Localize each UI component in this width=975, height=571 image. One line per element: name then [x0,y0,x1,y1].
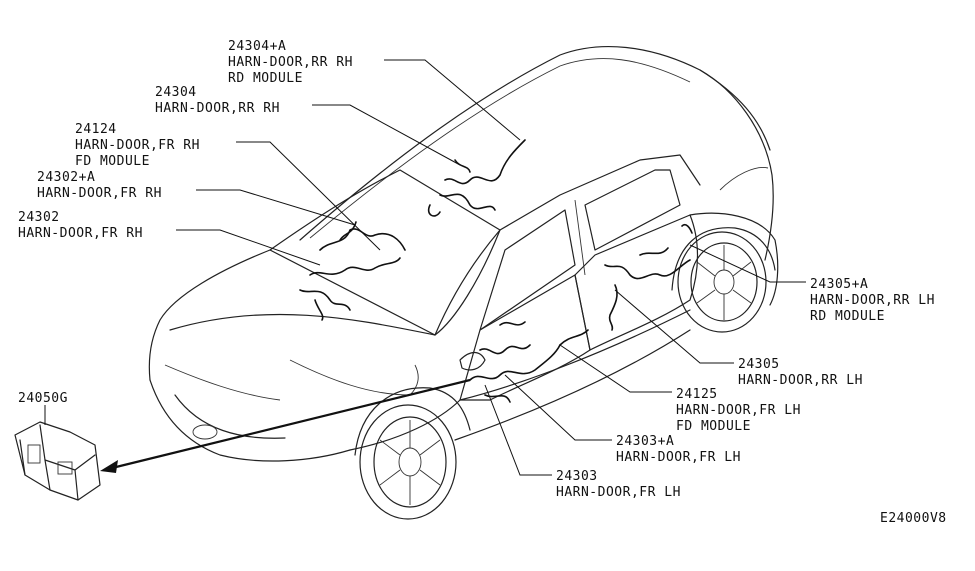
callout-24305A: 24305+A HARN-DOOR,RR LH RD MODULE [810,277,935,324]
rear-wheel [671,227,776,333]
part-description: FD MODULE [75,154,150,169]
part-description: FD MODULE [676,419,751,434]
pointer-arrow [100,378,471,473]
callout-24050G: 24050G [18,391,68,406]
part-description: RD MODULE [810,309,885,324]
part-description: HARN-DOOR,RR RH [155,101,280,116]
callout-24304: 24304 HARN-DOOR,RR RH [155,85,280,116]
callout-24302: 24302 HARN-DOOR,FR RH [18,210,143,241]
part-number: 24124 [75,122,117,137]
callout-24305: 24305 HARN-DOOR,RR LH [738,357,863,388]
part-description: HARN-DOOR,FR LH [556,485,681,500]
callout-24125: 24125 HARN-DOOR,FR LH FD MODULE [676,387,801,434]
part-number: 24304 [155,85,197,100]
part-description: HARN-DOOR,RR LH [738,373,863,388]
part-description: RD MODULE [228,71,303,86]
part-24050G-illustration [14,421,101,501]
callout-24124: 24124 HARN-DOOR,FR RH FD MODULE [75,122,200,169]
part-description: HARN-DOOR,FR RH [18,226,143,241]
callout-24302A: 24302+A HARN-DOOR,FR RH [37,170,162,201]
part-description: HARN-DOOR,FR LH [676,403,801,418]
part-description: HARN-DOOR,FR RH [37,186,162,201]
callout-24304A: 24304+A HARN-DOOR,RR RH RD MODULE [228,39,353,86]
diagram-code: E24000V8 [880,511,947,526]
part-description: HARN-DOOR,FR RH [75,138,200,153]
part-number: 24302 [18,210,60,225]
vehicle-outline [148,45,779,520]
callout-24303A: 24303+A HARN-DOOR,FR LH [616,434,741,465]
leader-lines [44,59,806,476]
front-wheel [354,387,471,520]
part-description: HARN-DOOR,RR LH [810,293,935,308]
part-number: 24305+A [810,277,868,292]
wire-harnesses [299,139,693,403]
part-number: 24303+A [616,434,674,449]
part-number: 24303 [556,469,598,484]
part-description: HARN-DOOR,RR RH [228,55,353,70]
part-number: 24050G [18,391,68,406]
part-number: 24304+A [228,39,286,54]
part-number: 24305 [738,357,780,372]
part-number: 24302+A [37,170,95,185]
part-description: HARN-DOOR,FR LH [616,450,741,465]
callout-24303: 24303 HARN-DOOR,FR LH [556,469,681,500]
part-number: 24125 [676,387,718,402]
